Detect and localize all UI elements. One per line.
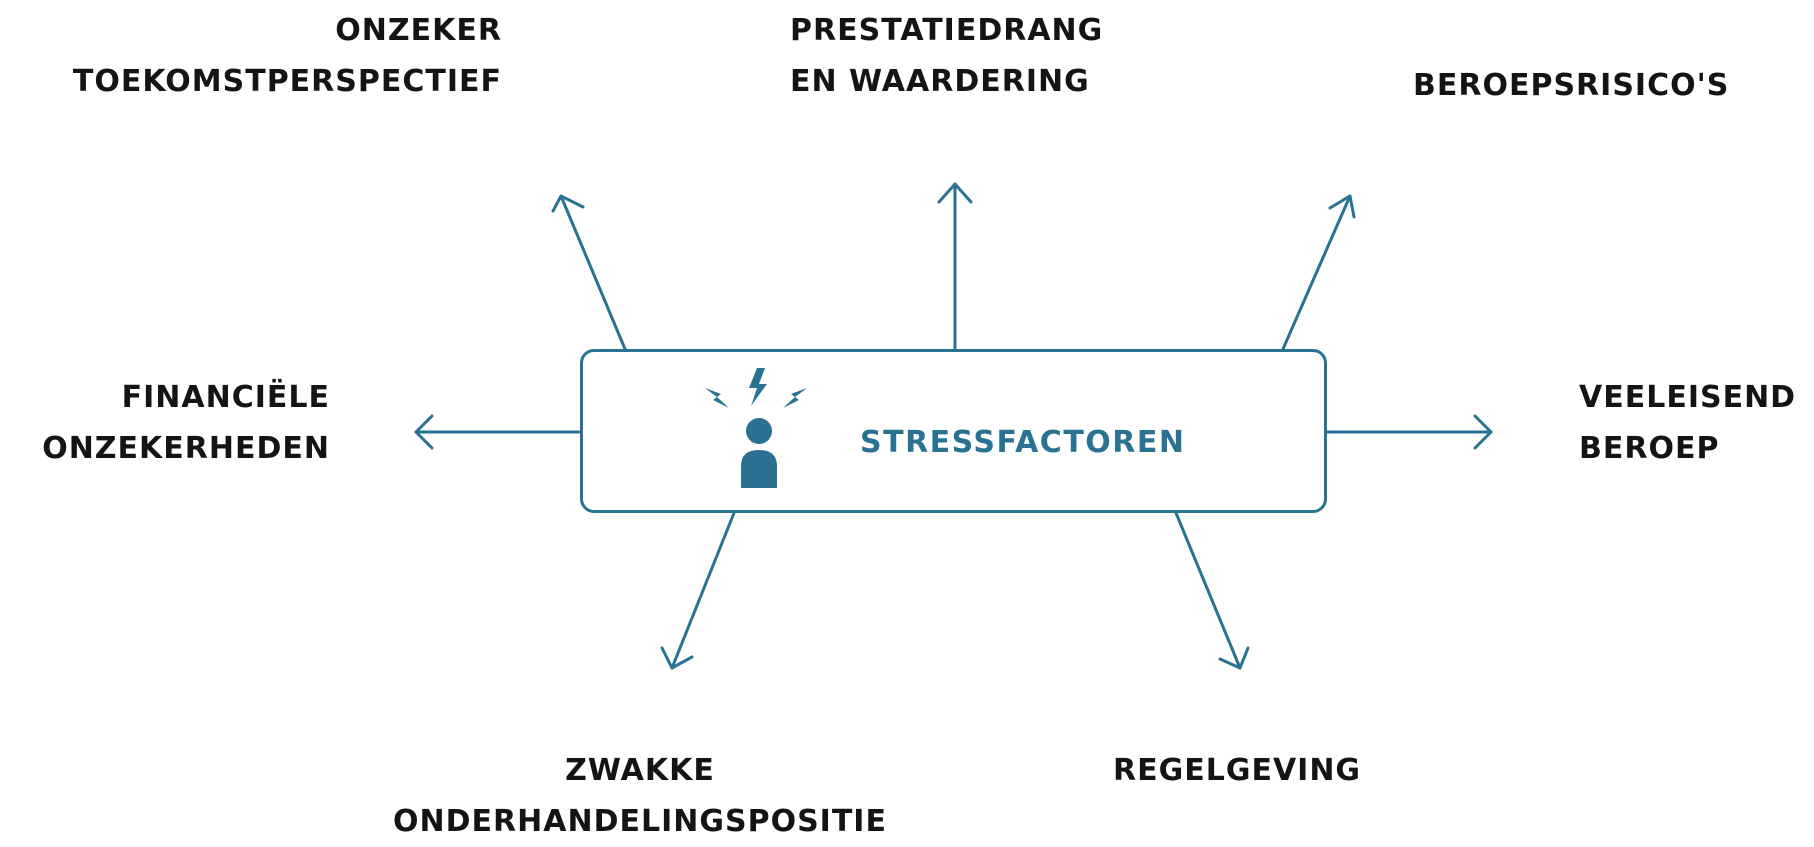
factor-veeleisend-beroep: VEELEISEND BEROEP	[1579, 372, 1796, 474]
factor-zwakke-onderhandelingspositie: ZWAKKE ONDERHANDELINGSPOSITIE	[370, 745, 910, 847]
factor-line: REGELGEVING	[1113, 753, 1362, 788]
factor-line: BEROEPSRISICO'S	[1413, 68, 1730, 103]
factor-line: EN WAARDERING	[790, 64, 1090, 99]
factor-onzeker-toekomstperspectief: ONZEKER TOEKOMSTPERSPECTIEF	[73, 5, 502, 107]
arrow-to-financiele-onzekerheden	[414, 414, 582, 450]
arrow-to-onzeker-toekomstperspectief	[551, 194, 627, 351]
factor-line: FINANCIËLE	[121, 380, 330, 415]
center-title: STRESSFACTOREN	[860, 425, 1186, 460]
factor-line: PRESTATIEDRANG	[790, 13, 1104, 48]
arrow-to-prestatiedrang	[937, 182, 973, 351]
factor-line: BEROEP	[1579, 431, 1720, 466]
factor-regelgeving: REGELGEVING	[1113, 745, 1361, 796]
factor-line: ONZEKER	[335, 13, 502, 48]
arrow-to-beroepsrisicos	[1281, 194, 1356, 351]
stressfactoren-box	[580, 349, 1327, 513]
factor-line: VEELEISEND	[1579, 380, 1797, 415]
factor-beroepsrisicos: BEROEPSRISICO'S	[1413, 60, 1729, 111]
arrow-to-zwakke-onderhandelingspositie	[660, 511, 736, 670]
arrow-to-veeleisend-beroep	[1325, 414, 1493, 450]
factor-line: ZWAKKE	[565, 753, 715, 788]
arrow-to-regelgeving	[1174, 511, 1250, 670]
factor-line: ONDERHANDELINGSPOSITIE	[393, 804, 887, 839]
factor-line: ONZEKERHEDEN	[42, 431, 330, 466]
stressed-person-icon	[705, 368, 807, 488]
factor-prestatiedrang: PRESTATIEDRANG EN WAARDERING	[790, 5, 1103, 107]
factor-line: TOEKOMSTPERSPECTIEF	[72, 64, 502, 99]
factor-financiele-onzekerheden: FINANCIËLE ONZEKERHEDEN	[42, 372, 330, 474]
